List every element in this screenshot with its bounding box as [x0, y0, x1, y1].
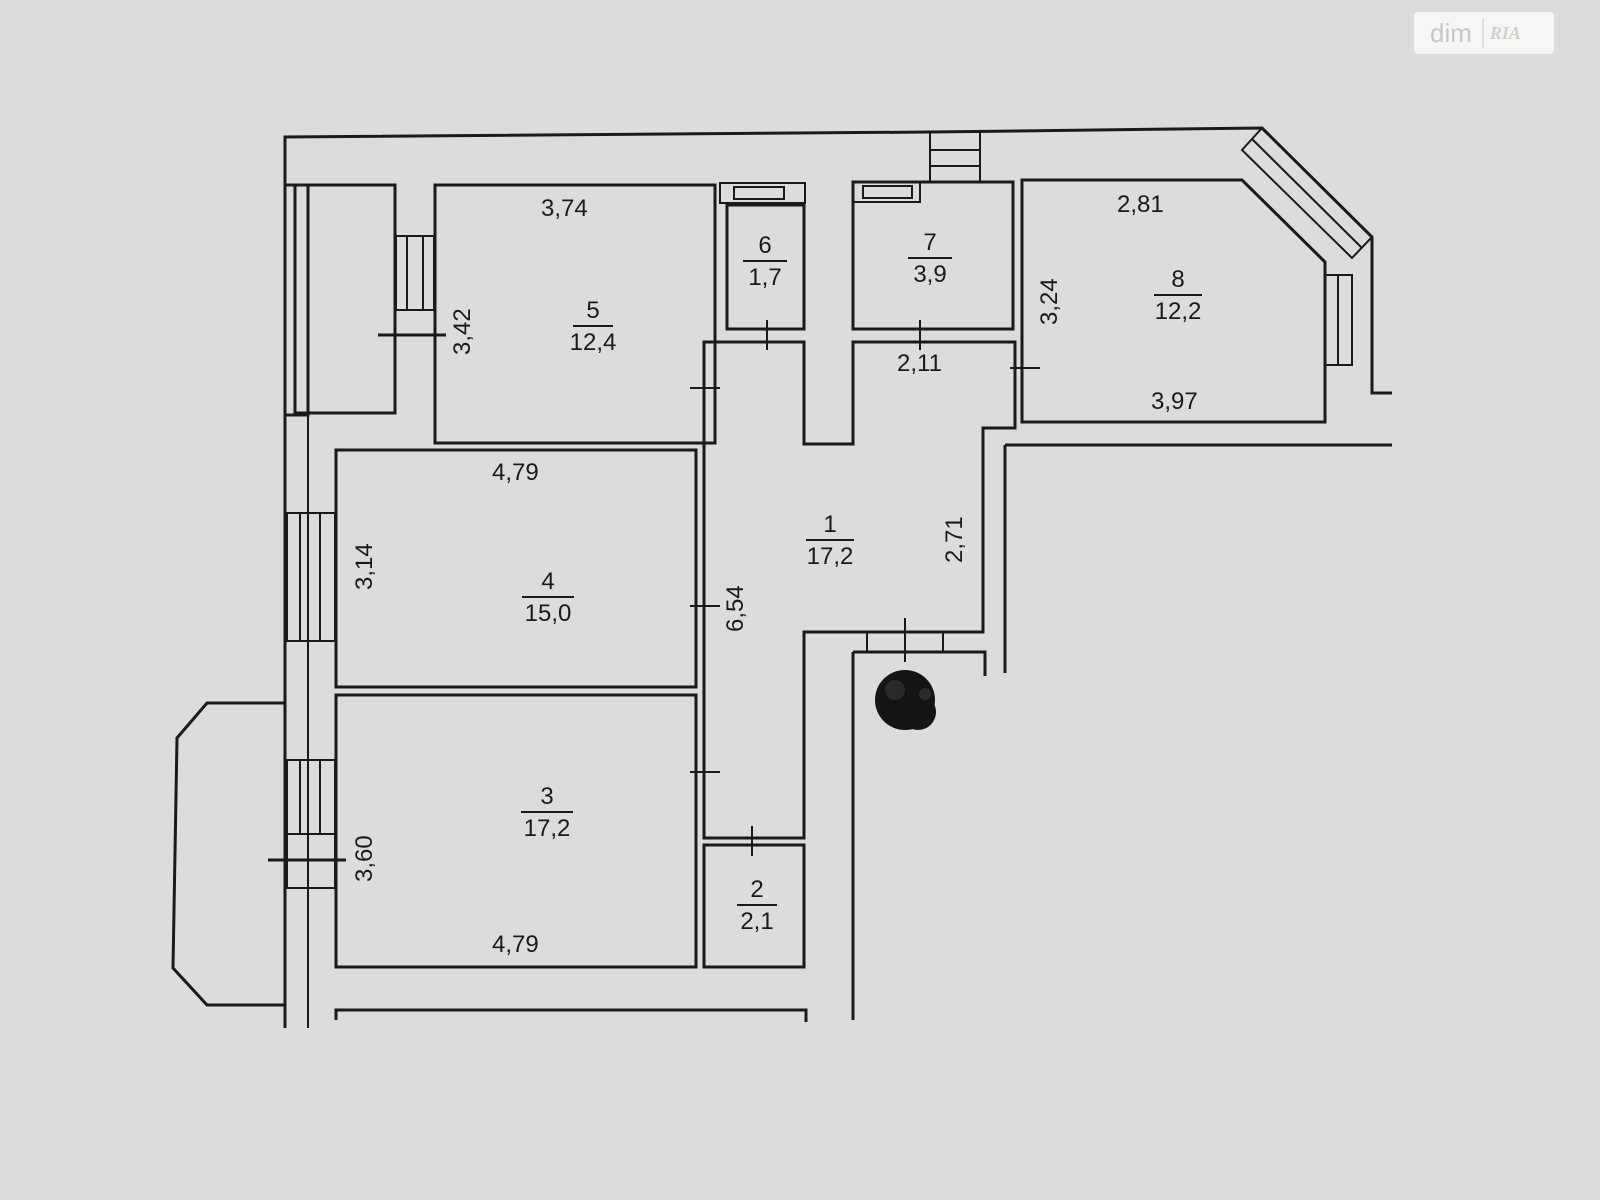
- window-room4: [286, 512, 336, 642]
- watermark-logo: RIA: [1489, 22, 1521, 43]
- south-wall: [334, 1008, 808, 1022]
- room-number: 6: [758, 232, 771, 259]
- room-4: [334, 448, 698, 689]
- label-room-4: 4 15,0: [522, 568, 574, 627]
- watermark-divider: [1481, 18, 1484, 48]
- room-2: [702, 843, 806, 969]
- window-room8-bay: [1240, 126, 1374, 366]
- entrance-wall: [853, 650, 987, 676]
- room-1: [702, 340, 1017, 840]
- watermark-brand: dim: [1430, 17, 1472, 48]
- room-number: 8: [1171, 266, 1184, 293]
- dim-r5-side: 3,42: [449, 308, 476, 355]
- room-area: 1,7: [748, 264, 781, 291]
- dim-r8-bottom: 3,97: [1151, 388, 1198, 415]
- dim-r3-bottom: 4,79: [492, 931, 539, 958]
- room-number: 1: [823, 511, 836, 538]
- window-room3: [286, 759, 336, 835]
- dim-r7-bottom: 2,11: [897, 350, 942, 377]
- room-area: 12,4: [570, 329, 617, 356]
- label-room-1: 1 17,2: [806, 511, 854, 570]
- room-6: [725, 203, 806, 331]
- room-3: [334, 693, 698, 969]
- label-room-5: 5 12,4: [570, 297, 617, 356]
- dim-r8-top: 2,81: [1117, 191, 1164, 218]
- west-balcony: [171, 701, 285, 1007]
- room-area: 17,2: [524, 815, 571, 842]
- loggia-north: [293, 183, 397, 415]
- room-area: 15,0: [525, 600, 572, 627]
- room6-vent: [719, 182, 806, 204]
- label-room-8: 8 12,2: [1154, 266, 1202, 325]
- dim-hall-length: 6,54: [722, 585, 749, 632]
- window-north: [929, 131, 981, 183]
- circular-stair-icon: [875, 670, 936, 730]
- dim-r4-top: 4,79: [492, 459, 539, 486]
- room-area: 2,1: [740, 908, 773, 935]
- window-room5: [395, 235, 435, 311]
- dim-r5-top: 3,74: [541, 195, 588, 222]
- label-room-3: 3 17,2: [521, 783, 573, 842]
- room-area: 3,9: [913, 261, 946, 288]
- room-area: 17,2: [807, 543, 854, 570]
- watermark: dim RIA: [1414, 12, 1554, 54]
- label-room-7: 7 3,9: [908, 229, 952, 288]
- dim-hall-right: 2,71: [941, 516, 968, 563]
- label-room-2: 2 2,1: [737, 876, 777, 935]
- dim-r3-side: 3,60: [351, 835, 378, 882]
- room-number: 5: [586, 297, 599, 324]
- label-room-6: 6 1,7: [743, 232, 787, 291]
- door-ticks: [690, 320, 1040, 856]
- room-number: 4: [541, 568, 554, 595]
- room-5: [433, 183, 717, 445]
- room-number: 2: [750, 876, 763, 903]
- room-number: 3: [540, 783, 553, 810]
- dim-r8-side: 3,24: [1036, 278, 1063, 325]
- room-area: 12,2: [1155, 298, 1202, 325]
- room7-vent: [852, 181, 921, 203]
- dim-r4-side: 3,14: [351, 543, 378, 590]
- room-number: 7: [923, 229, 936, 256]
